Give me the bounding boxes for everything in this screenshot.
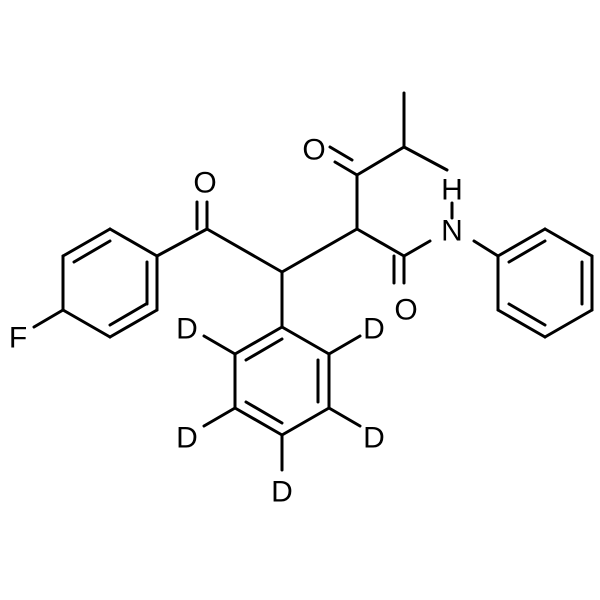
bond-fphenyl-inner-1: [72, 239, 112, 264]
bond-alpha-to-benzylic: [280, 227, 359, 274]
atom-f: F: [9, 322, 27, 355]
bond-benzylic-to-aryl-ketone: [205, 227, 284, 274]
bond-nphenyl-4: [543, 308, 594, 339]
bond-isopropyl-to-ketone: [355, 145, 406, 177]
bond-nphenyl-2: [543, 227, 594, 258]
bond-amide-c-n: [402, 239, 432, 258]
atom-d-3: D: [176, 422, 198, 455]
bond-c-d-3: [202, 406, 237, 428]
bond-nphenyl-5: [496, 308, 547, 339]
bond-alpha-to-amide-c: [355, 227, 406, 258]
atom-n-amide: N: [441, 215, 463, 248]
atom-d-1: D: [176, 313, 198, 346]
atom-o-amide: O: [394, 294, 417, 327]
atom-h-amide: H: [441, 174, 463, 207]
bond-fphenyl-1: [108, 227, 159, 258]
atom-o-aryl-ketone: O: [193, 167, 216, 200]
bond-d5phenyl-inner-3: [244, 400, 284, 425]
bond-n-phenyl: [472, 239, 500, 258]
bond-fphenyl-2: [61, 227, 112, 258]
bond-ketone-co-a: [333, 160, 359, 177]
bond-c-f: [32, 308, 65, 329]
bond-d5phenyl-3: [280, 406, 331, 437]
atom-o-isobutyryl-ketone: O: [302, 134, 325, 167]
bond-fphenyl-inner-2: [108, 302, 148, 327]
bond-nphenyl-inner-1: [507, 239, 547, 264]
atom-d-4: D: [363, 422, 385, 455]
bond-nphenyl-inner-3: [507, 302, 547, 327]
bond-methyl-2: [402, 145, 449, 172]
bond-c-d-1: [202, 334, 237, 356]
bond-d5phenyl-1: [280, 325, 331, 356]
bond-d5phenyl-6: [233, 325, 284, 356]
bond-fphenyl-5: [108, 308, 159, 339]
bond-ketone-co-b: [328, 145, 354, 162]
bond-nphenyl-1: [496, 227, 547, 258]
atom-d-5: D: [271, 476, 293, 509]
bond-fphenyl-4: [61, 308, 112, 339]
bond-d5phenyl-4: [233, 406, 284, 437]
bond-aryl-ketone-to-ring: [155, 227, 209, 258]
bond-c-d-4: [327, 406, 362, 428]
bond-d5phenyl-inner-1: [244, 337, 284, 362]
bond-c-d-2: [327, 334, 362, 356]
atom-d-2: D: [363, 313, 385, 346]
